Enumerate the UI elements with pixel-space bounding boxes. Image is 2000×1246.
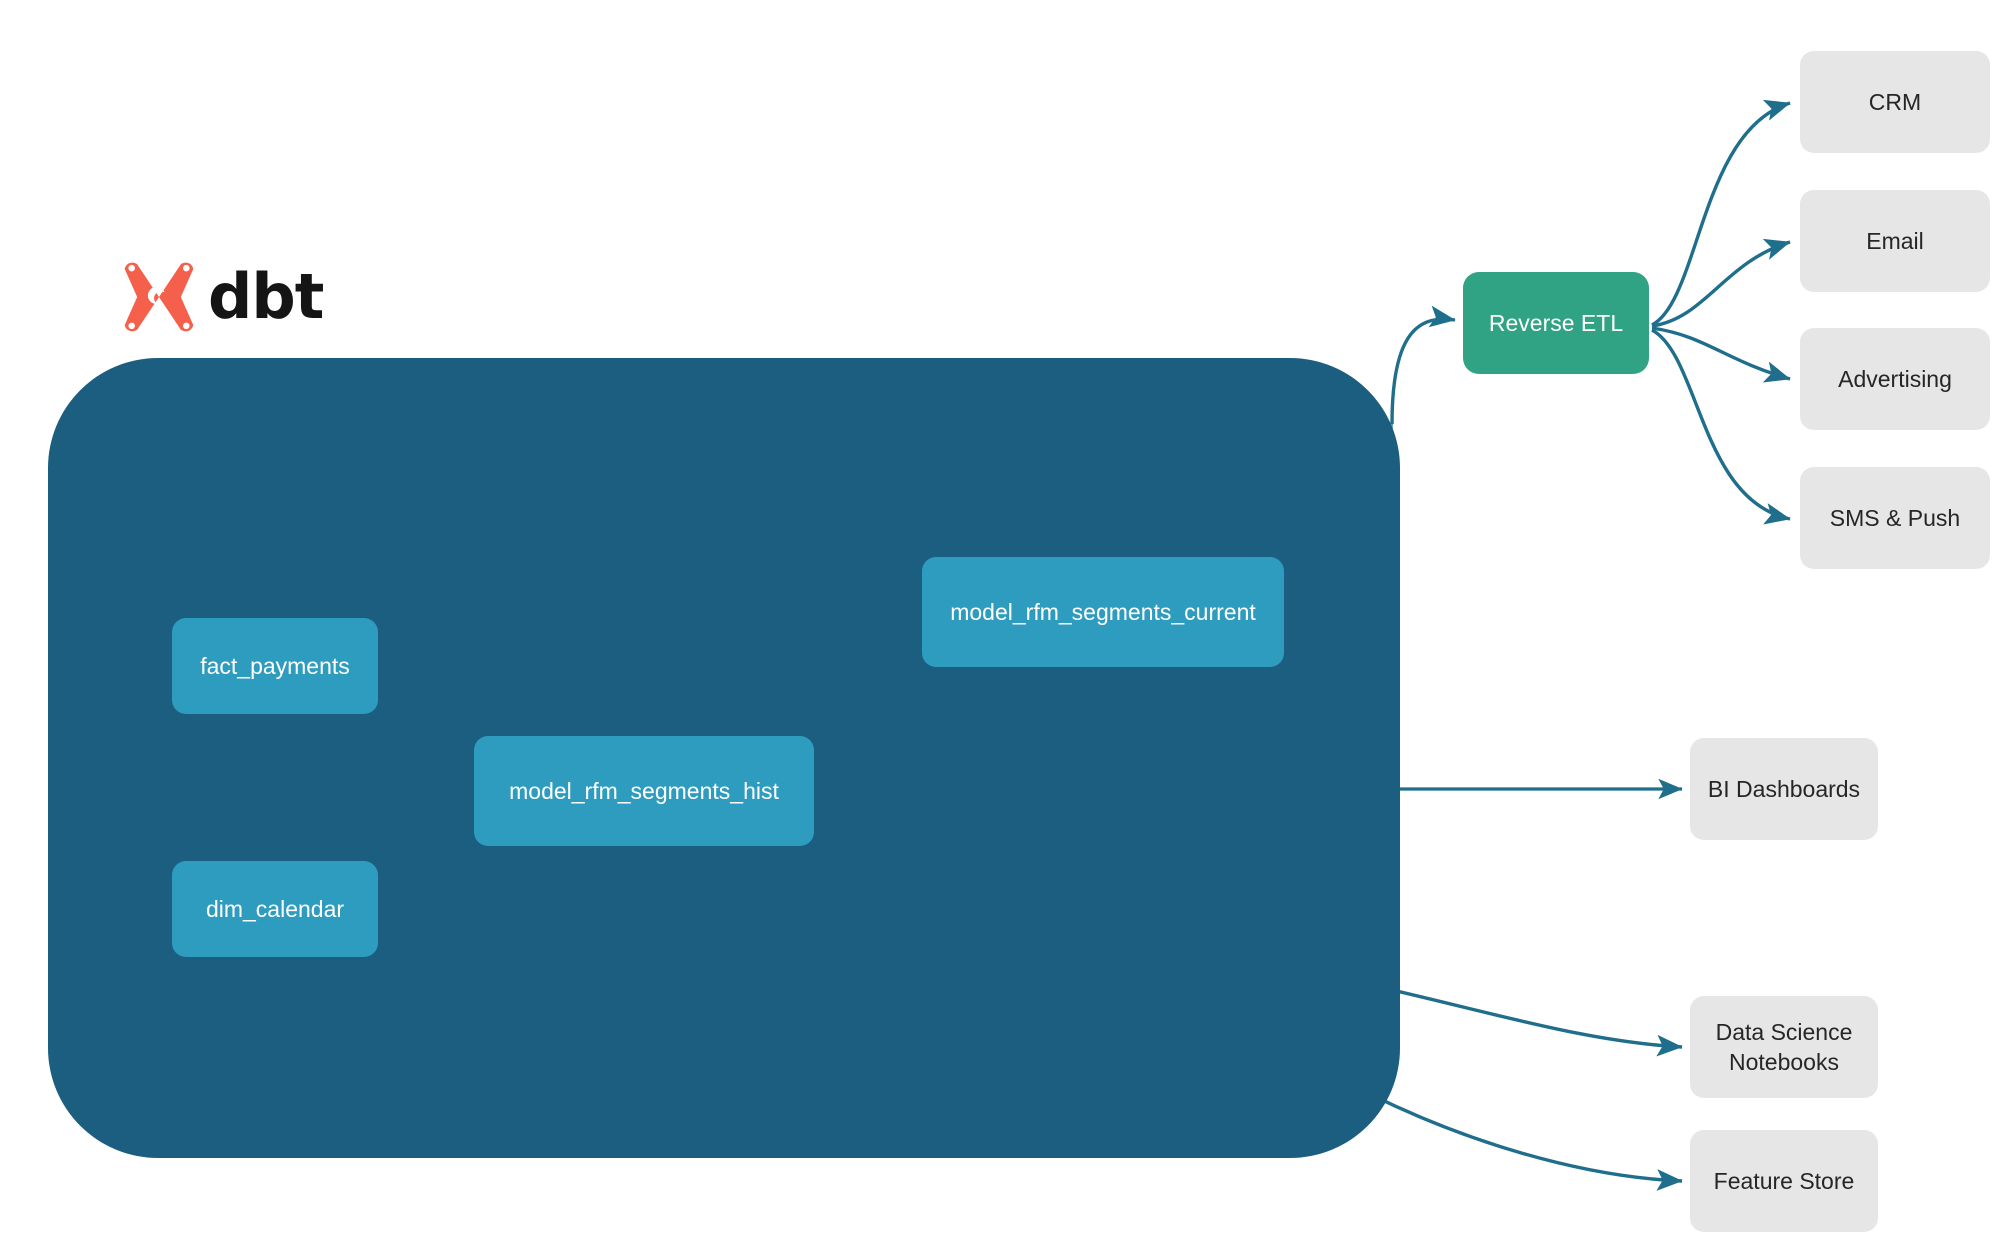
node-data-science-notebooks[interactable]: Data Science Notebooks bbox=[1690, 996, 1878, 1098]
edge-container-to-data-science-notebooks bbox=[1391, 988, 1683, 1057]
node-crm[interactable]: CRM bbox=[1800, 51, 1990, 153]
node-model-rfm-segments-current[interactable]: model_rfm_segments_current bbox=[922, 557, 1284, 667]
edge-reverse-etl-to-crm bbox=[1651, 99, 1791, 327]
edge-reverse-etl-to-email bbox=[1651, 238, 1791, 328]
edge-reverse-etl-to-sms-push bbox=[1651, 328, 1791, 525]
node-bi-dashboards[interactable]: BI Dashboards bbox=[1690, 738, 1878, 840]
edge-reverse-etl-to-advertising bbox=[1651, 326, 1791, 383]
edge-container-to-feature-store bbox=[1361, 1088, 1683, 1191]
node-model-rfm-segments-hist[interactable]: model_rfm_segments_hist bbox=[474, 736, 814, 846]
node-fact-payments[interactable]: fact_payments bbox=[172, 618, 378, 714]
node-advertising[interactable]: Advertising bbox=[1800, 328, 1990, 430]
node-email[interactable]: Email bbox=[1800, 190, 1990, 292]
node-feature-store[interactable]: Feature Store bbox=[1690, 1130, 1878, 1232]
dbt-brand: dbt bbox=[120, 258, 324, 336]
dbt-logo-icon bbox=[120, 258, 198, 336]
node-label-line2: Notebooks bbox=[1729, 1049, 1839, 1075]
node-label-line1: Data Science bbox=[1715, 1018, 1853, 1045]
node-sms-push[interactable]: SMS & Push bbox=[1800, 467, 1990, 569]
dbt-wordmark: dbt bbox=[208, 260, 324, 333]
node-reverse-etl[interactable]: Reverse ETL bbox=[1463, 272, 1649, 374]
node-dim-calendar[interactable]: dim_calendar bbox=[172, 861, 378, 957]
edge-container-to-reverse-etl bbox=[1390, 305, 1456, 425]
